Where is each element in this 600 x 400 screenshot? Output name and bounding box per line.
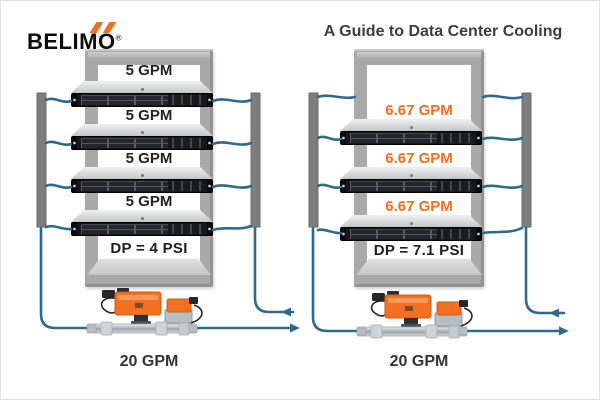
server-unit bbox=[71, 179, 213, 193]
psu-section bbox=[441, 133, 472, 143]
psu-section bbox=[172, 224, 203, 234]
flow-arrow-right-icon bbox=[559, 326, 569, 336]
flow-label: 5 GPM bbox=[125, 107, 173, 124]
flow-label: 6.67 GPM bbox=[385, 102, 453, 119]
page-title: A Guide to Data Center Cooling bbox=[323, 23, 563, 40]
server-unit-top bbox=[71, 81, 213, 93]
belimo-logo: BELIMO® bbox=[27, 22, 167, 59]
drive-bays bbox=[81, 181, 168, 191]
server-unit-top bbox=[71, 210, 213, 222]
manifold-pipe bbox=[521, 92, 532, 228]
drive-bays bbox=[350, 181, 437, 191]
server-unit bbox=[71, 136, 213, 150]
flow-arrow-left-icon bbox=[281, 307, 291, 317]
server-unit bbox=[340, 227, 482, 241]
dp-label: DP = 7.1 PSI bbox=[354, 241, 484, 261]
psu-section bbox=[172, 95, 203, 105]
total-flow-label: 20 GPM bbox=[389, 353, 449, 370]
server-unit bbox=[71, 222, 213, 236]
right-rack: 6.67 GPM 6.67 GPM 6.67 GPM DP = 7.1 PSI bbox=[340, 49, 484, 287]
drive-bays bbox=[350, 229, 437, 239]
server-unit bbox=[71, 93, 213, 107]
server-unit bbox=[340, 131, 482, 145]
flow-arrow-left-icon bbox=[549, 308, 559, 318]
flow-arrow-right-icon bbox=[290, 323, 300, 333]
drive-bays bbox=[81, 224, 168, 234]
logo-text: BELIMO® bbox=[27, 29, 122, 54]
valve-assembly bbox=[356, 290, 473, 339]
psu-section bbox=[172, 181, 203, 191]
server-unit-top bbox=[71, 167, 213, 179]
left-rack: 5 GPM 5 GPM 5 GPM 5 GPM DP = 4 PSI bbox=[71, 49, 213, 287]
registered-mark: ® bbox=[115, 33, 122, 43]
psu-section bbox=[441, 229, 472, 239]
drive-bays bbox=[81, 138, 168, 148]
psu-section bbox=[441, 181, 472, 191]
drive-bays bbox=[81, 95, 168, 105]
dp-label: DP = 4 PSI bbox=[85, 239, 213, 259]
server-unit-top bbox=[340, 215, 482, 227]
flow-label: 5 GPM bbox=[125, 193, 173, 210]
manifold-pipe bbox=[308, 92, 319, 228]
psu-section bbox=[172, 138, 203, 148]
server-unit-top bbox=[71, 124, 213, 136]
manifold-pipe bbox=[36, 92, 47, 228]
manifold-pipe bbox=[250, 92, 261, 228]
flow-label: 5 GPM bbox=[125, 62, 173, 79]
left-rack-base bbox=[87, 259, 211, 275]
server-unit-top bbox=[340, 119, 482, 131]
flow-label: 6.67 GPM bbox=[385, 150, 453, 167]
flow-label: 6.67 GPM bbox=[385, 198, 453, 215]
right-rack-base bbox=[356, 259, 482, 275]
server-unit-top bbox=[340, 167, 482, 179]
flow-label: 5 GPM bbox=[125, 150, 173, 167]
total-flow-label: 20 GPM bbox=[119, 353, 179, 370]
valve-assembly bbox=[86, 287, 203, 336]
drive-bays bbox=[350, 133, 437, 143]
server-unit bbox=[340, 179, 482, 193]
